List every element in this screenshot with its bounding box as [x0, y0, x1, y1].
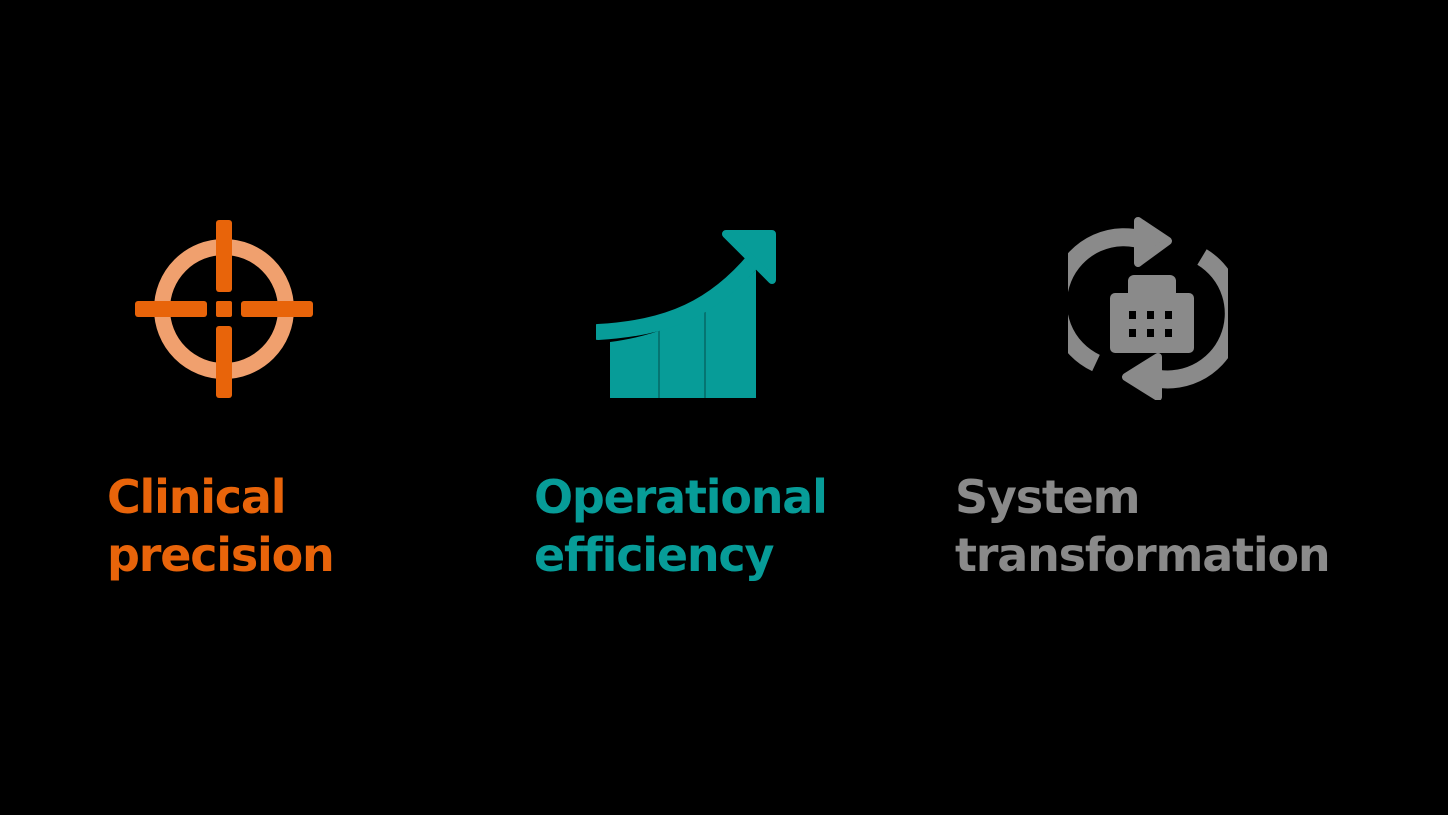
- pillar-title-line2: precision: [107, 528, 335, 582]
- building-refresh-icon: [1068, 215, 1228, 400]
- pillar-title: System transformation: [955, 468, 1331, 584]
- pillar-title-line2: transformation: [955, 528, 1331, 582]
- crosshair-target-icon: [133, 218, 315, 400]
- pillar-title-line1: System: [955, 470, 1141, 524]
- pillar-title: Clinical precision: [107, 468, 335, 584]
- growth-chart-arrow-icon: [596, 230, 778, 400]
- pillar-title: Operational efficiency: [534, 468, 828, 584]
- pillar-title-line2: efficiency: [534, 528, 774, 582]
- pillar-title-line1: Operational: [534, 470, 828, 524]
- pillar-title-line1: Clinical: [107, 470, 286, 524]
